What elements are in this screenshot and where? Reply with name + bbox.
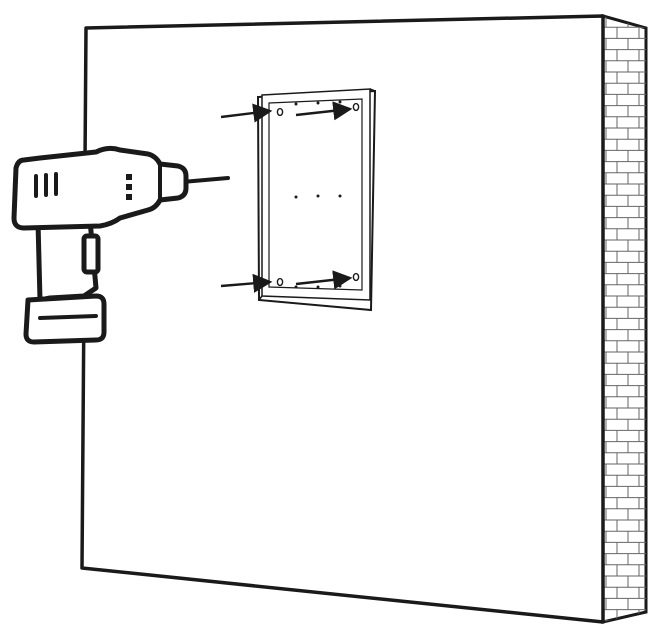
power-drill-icon	[11, 145, 230, 345]
mounting-plate-icon	[256, 88, 377, 312]
drill-bit	[180, 176, 230, 184]
plate-dot	[338, 194, 342, 198]
wall-side-brick	[601, 14, 648, 624]
plate-frame	[261, 88, 371, 301]
arrow-top-left	[220, 103, 273, 123]
plate-dot	[294, 102, 298, 106]
plate-bottom-edge	[258, 295, 263, 301]
plate-dot	[338, 100, 342, 104]
plate-side-edge	[369, 88, 376, 92]
plate-dot	[316, 101, 320, 105]
battery-line	[38, 314, 98, 320]
plate-dot	[316, 194, 320, 198]
wall-front-face	[80, 14, 605, 624]
brick-pattern	[603, 16, 646, 622]
drill-trigger	[81, 233, 101, 275]
plate-dot	[294, 285, 298, 289]
arrows	[220, 101, 353, 293]
plate-dot	[294, 195, 298, 199]
drill-mark-1	[126, 174, 132, 180]
arrow-top-right	[295, 101, 353, 121]
screw-hole	[276, 277, 284, 287]
drill-mark-2	[126, 184, 132, 190]
plate-dot	[338, 284, 342, 288]
plate-inner-edge	[268, 98, 363, 291]
screw-hole	[352, 102, 360, 112]
plate-dot	[316, 285, 320, 289]
arrow-bottom-left	[220, 273, 273, 293]
plate-holes	[276, 102, 360, 287]
arrow-bottom-right	[295, 270, 353, 290]
drill-body	[11, 145, 189, 231]
drill-mark-3	[126, 194, 132, 200]
screw-hole	[276, 107, 284, 117]
screw-hole	[352, 272, 360, 282]
